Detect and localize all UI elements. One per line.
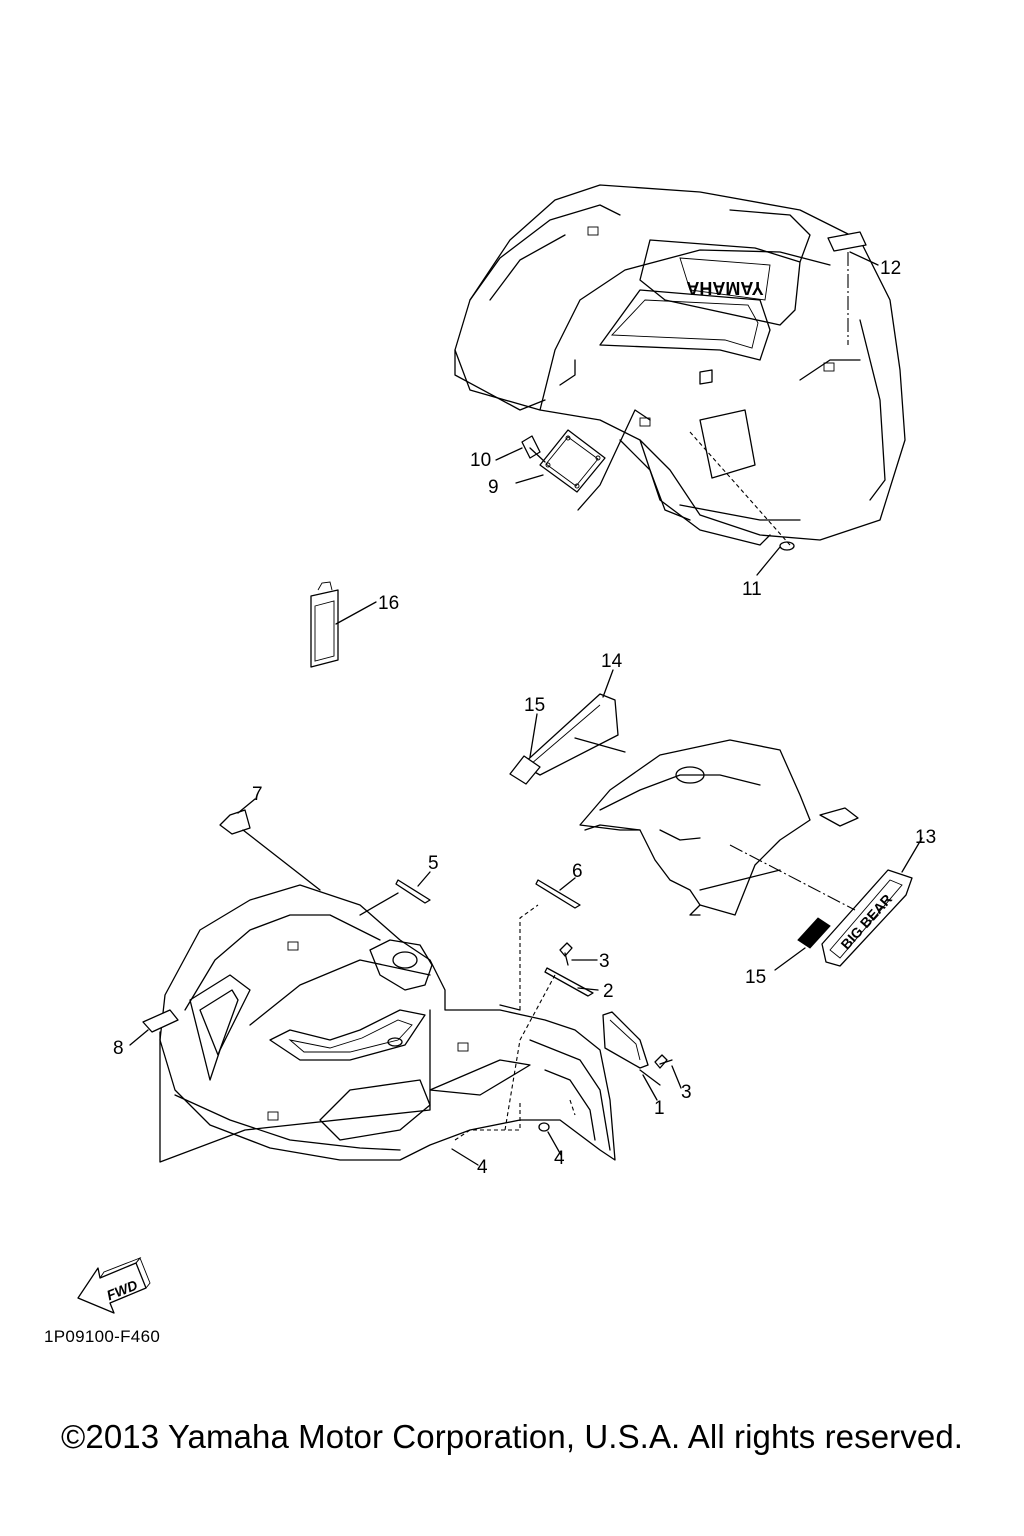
callout-11: 11 [742, 579, 762, 600]
bracket-1 [602, 1011, 649, 1069]
callout-leaders [129, 251, 923, 1166]
rivet-3-upper [559, 942, 573, 966]
emblem-13: BIG BEAR [821, 869, 913, 967]
callout-15-upper: 15 [524, 695, 545, 716]
sticker-8 [142, 1009, 179, 1033]
callout-3-lower: 3 [681, 1082, 692, 1103]
callout-12: 12 [880, 258, 901, 279]
callout-3-upper: 3 [599, 951, 610, 972]
panel-14 [521, 693, 619, 776]
rivet-3-lower [654, 1054, 673, 1069]
callout-2: 2 [603, 981, 614, 1002]
callout-9: 9 [488, 477, 499, 498]
sticker-2 [544, 967, 594, 997]
fwd-arrow-icon: FWD [77, 1256, 151, 1314]
callout-10: 10 [470, 450, 491, 471]
callout-numbers: 1 2 3 3 4 4 5 6 7 8 9 10 11 12 13 14 15 … [113, 258, 936, 1178]
bolt-10 [521, 435, 546, 463]
callout-6: 6 [572, 861, 583, 882]
front-fender [159, 884, 616, 1161]
sticker-5 [395, 879, 431, 904]
sticker-7 [219, 809, 251, 835]
label-15-upper [509, 755, 541, 785]
callout-8: 8 [113, 1038, 124, 1059]
callout-7: 7 [252, 784, 263, 805]
plate-9 [539, 429, 606, 493]
rear-fender: YAMAHA [454, 184, 906, 546]
emblem-16 [310, 581, 339, 668]
part-11 [779, 541, 795, 551]
callout-5: 5 [428, 853, 439, 874]
copyright-notice: ©2013 Yamaha Motor Corporation, U.S.A. A… [60, 1418, 964, 1455]
callout-4-right: 4 [554, 1148, 565, 1169]
nut-4 [538, 1122, 550, 1132]
callout-14: 14 [601, 651, 623, 672]
diagram-code: 1P09100-F460 [44, 1327, 161, 1346]
label-12-shape [827, 231, 867, 252]
callout-16: 16 [378, 593, 399, 614]
callout-13: 13 [915, 827, 936, 848]
label-15-lower [797, 917, 831, 949]
callout-15-lower: 15 [745, 967, 766, 988]
callout-4-left: 4 [477, 1157, 488, 1178]
rear-fender-logo-text: YAMAHA [686, 278, 763, 298]
callout-1: 1 [654, 1098, 665, 1119]
tank-cover [579, 739, 859, 916]
sticker-6 [535, 879, 581, 909]
